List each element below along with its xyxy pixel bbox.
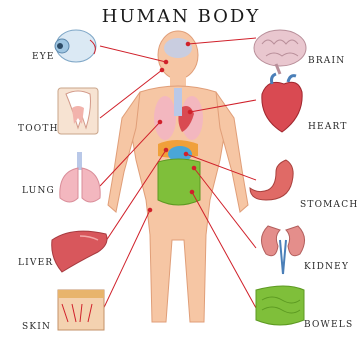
label-skin: SKIN <box>22 322 51 332</box>
label-bowels: BOWELS <box>304 320 353 330</box>
liver-illustration <box>52 231 107 272</box>
diagram-title: HUMAN BODY <box>100 6 262 27</box>
dot-kidney <box>192 166 196 170</box>
dot-skin <box>148 208 152 212</box>
dot-eye <box>164 60 168 64</box>
dot-stomach <box>184 152 188 156</box>
label-brain: BRAIN <box>308 56 345 66</box>
label-stomach: STOMACH <box>300 200 358 210</box>
tooth-illustration <box>58 88 98 134</box>
label-heart: HEART <box>308 122 348 132</box>
label-lung: LUNG <box>22 186 55 196</box>
lung-illustration <box>60 152 100 202</box>
dot-liver <box>164 148 168 152</box>
dot-heart <box>188 110 192 114</box>
skin-illustration <box>58 290 104 330</box>
line-skin <box>100 210 150 316</box>
label-eye: EYE <box>32 52 55 62</box>
figure-trachea <box>174 88 182 116</box>
line-eye <box>100 46 166 62</box>
heart-illustration <box>262 74 302 132</box>
bowels-illustration <box>256 286 304 325</box>
label-tooth: TOOTH <box>18 124 59 134</box>
label-liver: LIVER <box>18 258 53 268</box>
stomach-illustration <box>250 160 293 200</box>
eye-illustration <box>55 30 96 62</box>
dot-brain <box>186 42 190 46</box>
line-brain <box>188 38 256 44</box>
human-figure <box>108 31 248 322</box>
brain-illustration <box>254 30 306 74</box>
dot-tooth <box>160 68 164 72</box>
dot-lung <box>158 120 162 124</box>
kidney-illustration <box>261 226 304 274</box>
dot-bowels <box>190 190 194 194</box>
figure-brain <box>164 38 192 58</box>
figure-left-lung <box>154 96 176 140</box>
label-kidney: KIDNEY <box>304 262 349 272</box>
